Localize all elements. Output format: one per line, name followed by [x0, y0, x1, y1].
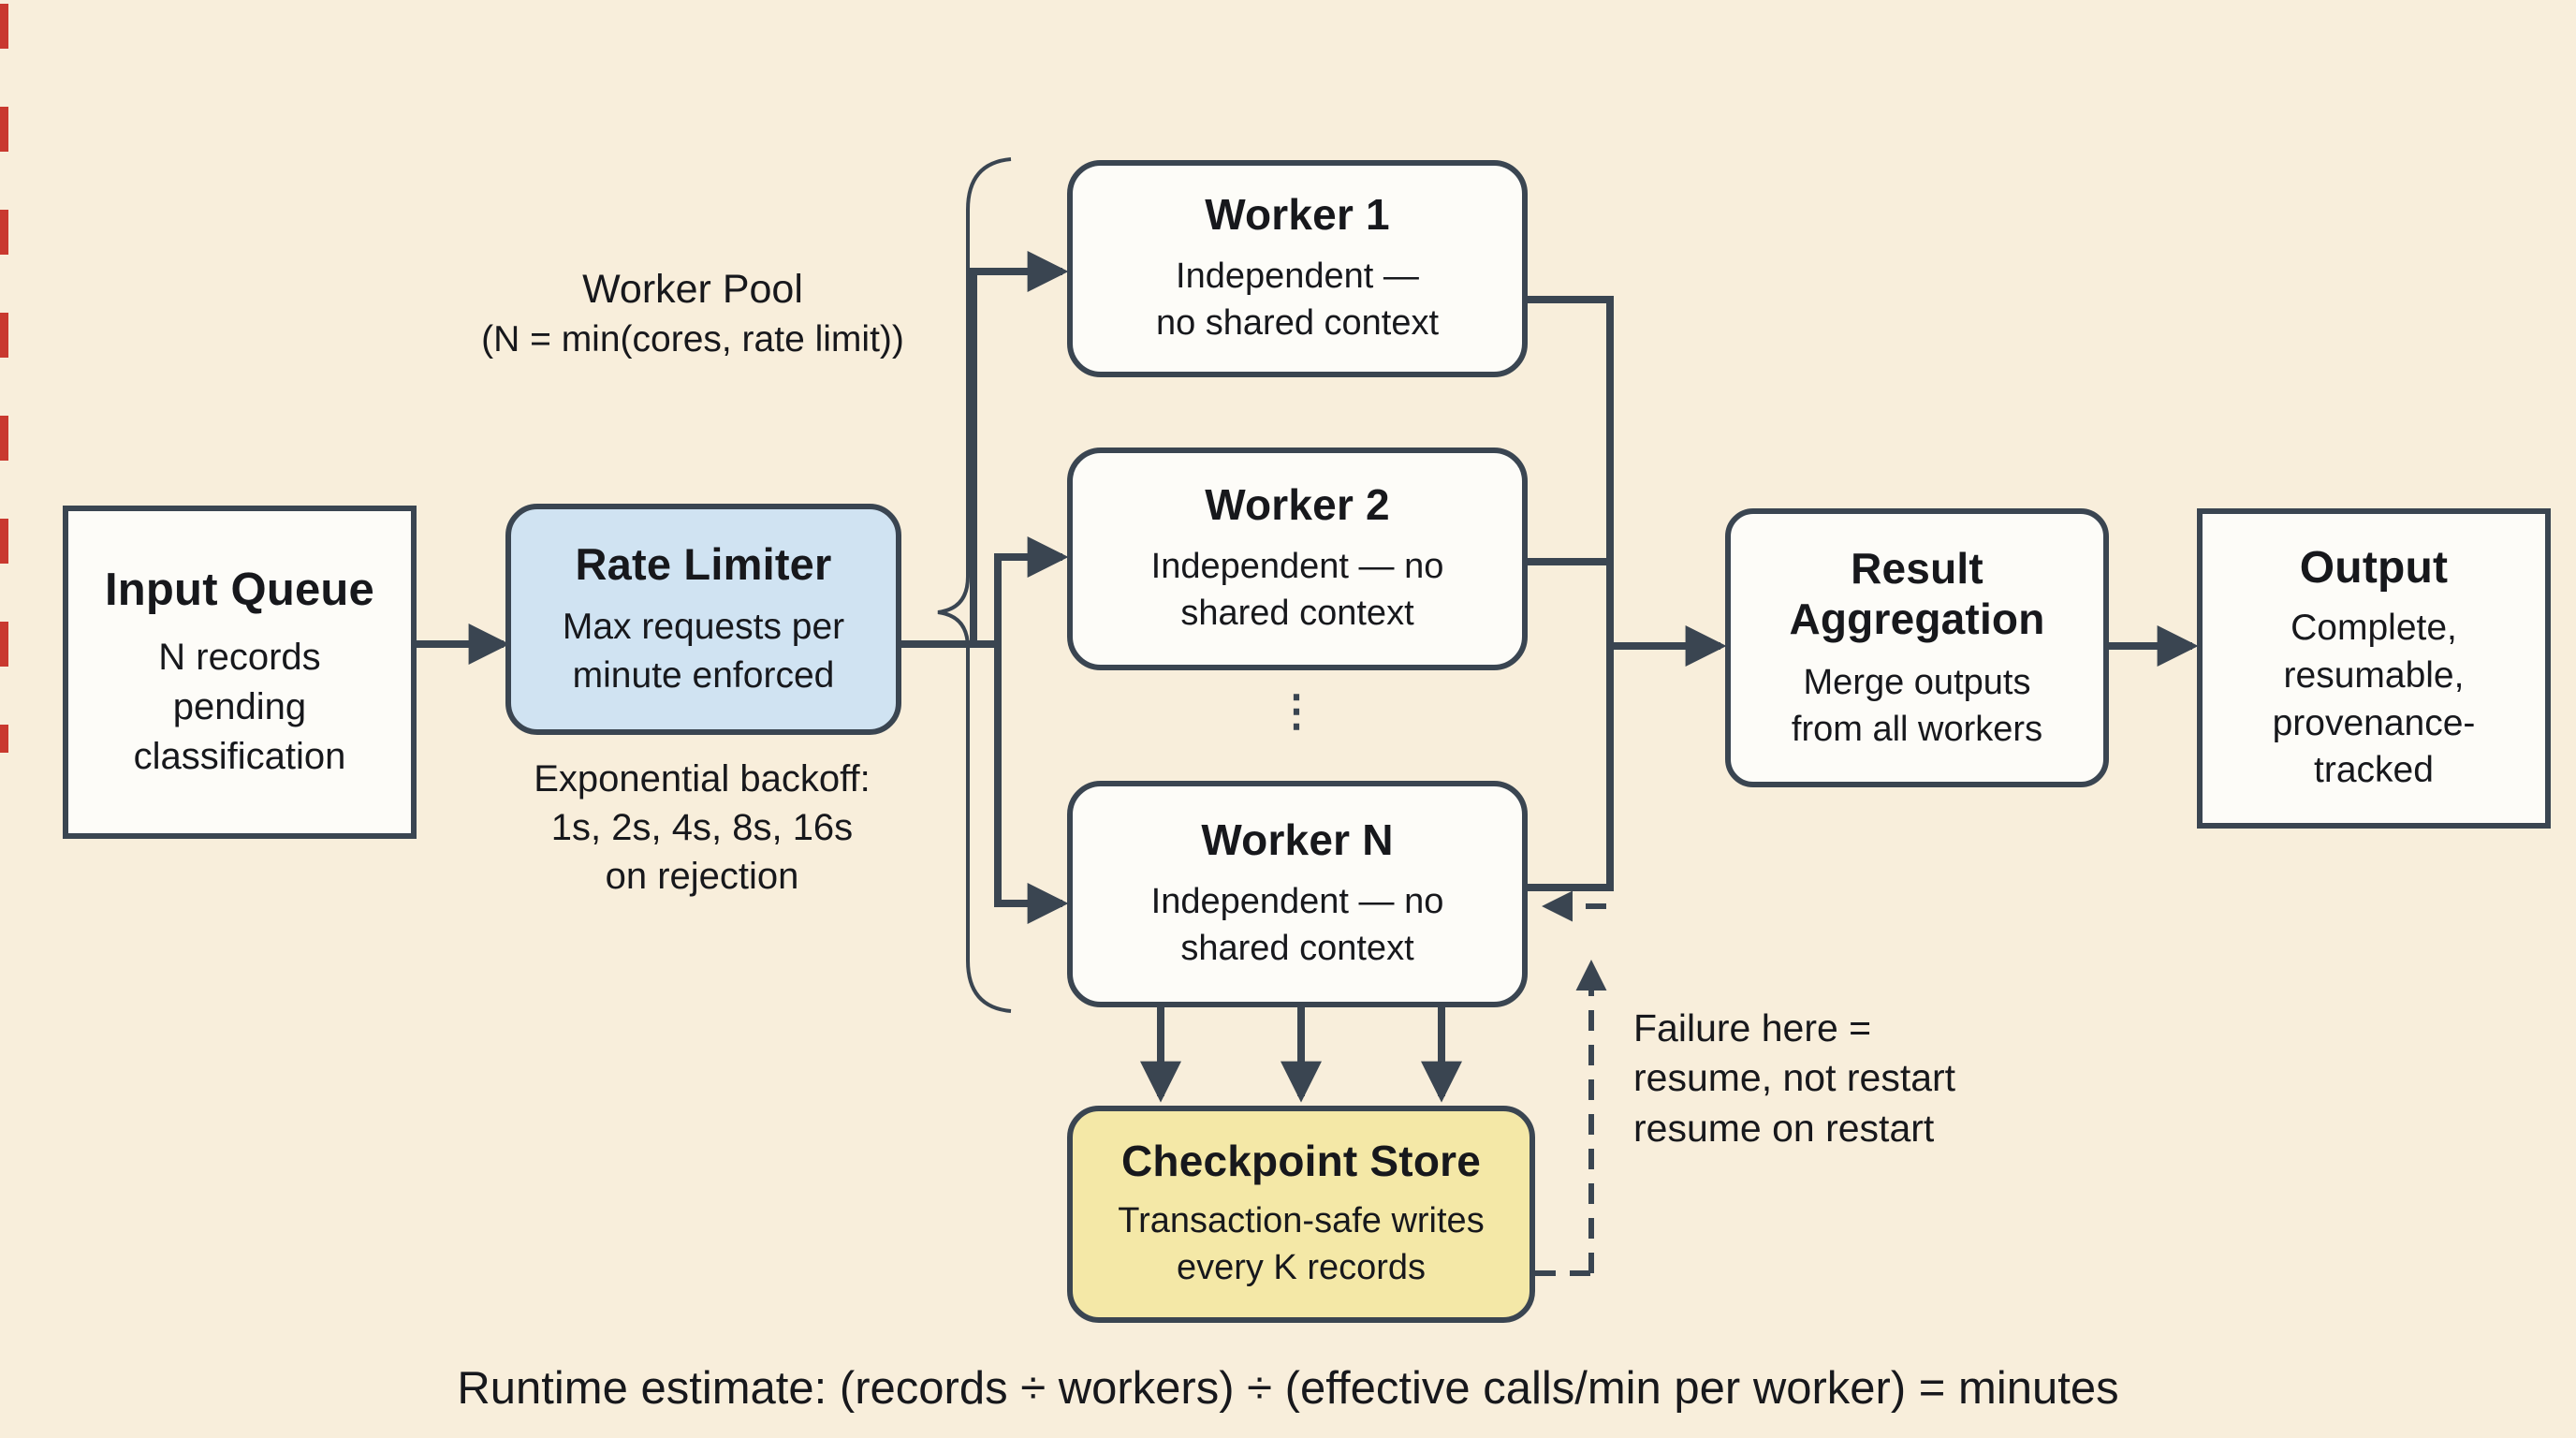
- collector-worker-1-n: [1528, 296, 1614, 891]
- runtime-note: Runtime estimate: (records ÷ workers) ÷ …: [457, 1363, 2119, 1414]
- rate-limiter-title: Rate Limiter: [575, 539, 832, 589]
- input-queue-title: Input Queue: [104, 564, 375, 615]
- left-edge-red-dashes: [0, 4, 8, 753]
- output-title: Output: [2299, 543, 2449, 594]
- input-queue-node: Input Queue N records pending classifica…: [63, 506, 417, 839]
- input-queue-body: N records pending classification: [133, 636, 346, 777]
- worker-1-title: Worker 1: [1205, 190, 1390, 240]
- arrow-to-worker-1: [970, 251, 1069, 648]
- worker-pool-brace: [937, 157, 1012, 1013]
- backoff-note: Exponential backoff: 1s, 2s, 4s, 8s, 16s…: [534, 758, 871, 897]
- rate-limiter-body: Max requests per minute enforced: [562, 607, 845, 696]
- checkpoint-store-title: Checkpoint Store: [1120, 1137, 1482, 1186]
- result-aggregation-body: Merge outputs from all workers: [1791, 663, 2043, 750]
- worker-pool-label: Worker Pool (N = min(cores, rate limit)): [481, 267, 904, 360]
- result-aggregation-node: Result Aggregation Merge outputs from al…: [1725, 508, 2109, 787]
- worker-2-node: Worker 2 Independent — no shared context: [1067, 448, 1528, 670]
- worker-n-body: Independent — no shared context: [1150, 882, 1444, 969]
- result-aggregation-title: Result Aggregation: [1789, 543, 2045, 643]
- worker-2-body: Independent — no shared context: [1150, 547, 1444, 634]
- arrow-to-worker-n: [994, 644, 1069, 924]
- worker-1-body: Independent — no shared context: [1155, 257, 1440, 344]
- output-node: Output Complete, resumable, provenance- …: [2197, 508, 2551, 829]
- arrow-to-worker-2: [994, 536, 1069, 644]
- failure-note: Failure here = resume, not restart resum…: [1633, 1006, 1956, 1150]
- worker-n-node: Worker N Independent — no shared context: [1067, 781, 1528, 1007]
- worker-2-title: Worker 2: [1205, 480, 1390, 530]
- ellipsis-dots: ⋮: [1275, 686, 1320, 735]
- output-body: Complete, resumable, provenance- tracked: [2272, 608, 2476, 791]
- checkpoint-store-body: Transaction-safe writes every K records: [1118, 1201, 1485, 1288]
- checkpoint-store-node: Checkpoint Store Transaction-safe writes…: [1067, 1106, 1535, 1323]
- worker-1-node: Worker 1 Independent — no shared context: [1067, 160, 1528, 377]
- worker-n-title: Worker N: [1201, 815, 1394, 865]
- rate-limiter-node: Rate Limiter Max requests per minute enf…: [505, 504, 901, 735]
